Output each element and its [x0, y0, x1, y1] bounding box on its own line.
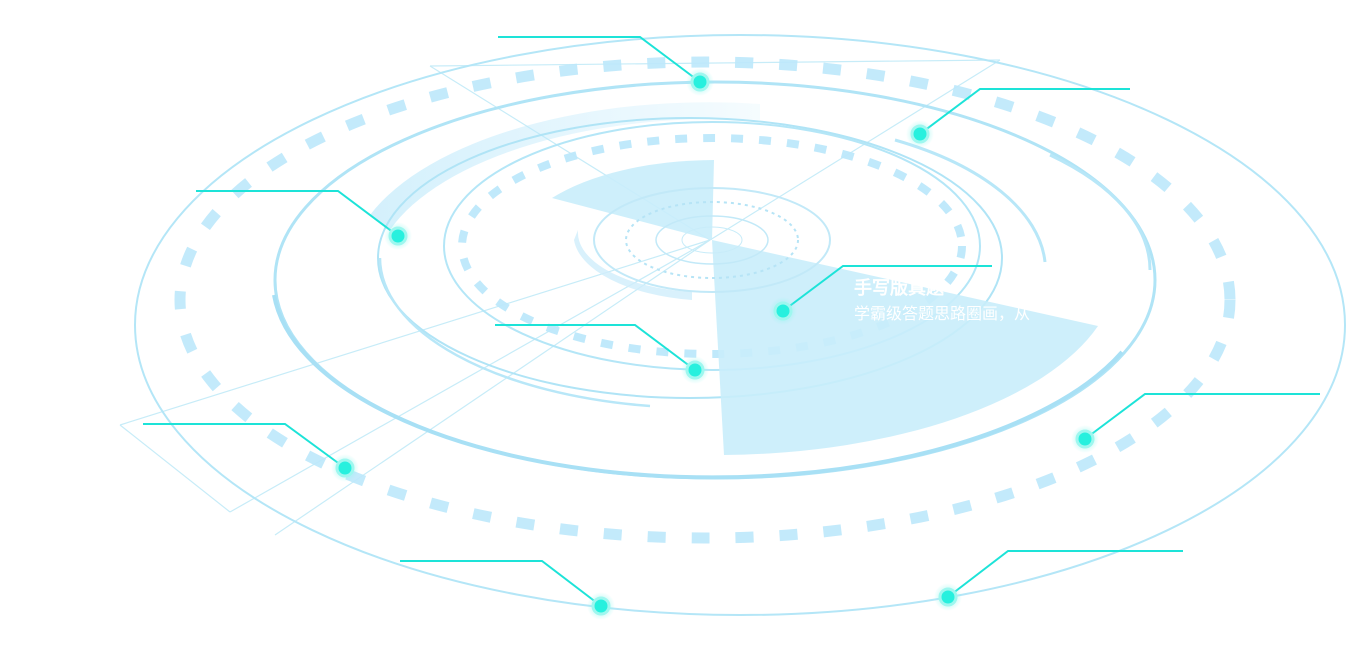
callout-line [143, 423, 346, 469]
ring-inner-arc [378, 257, 651, 408]
center-ring-3 [655, 215, 769, 265]
center-ring-1 [593, 187, 831, 293]
node-dot-icon [906, 120, 934, 148]
grid-line [119, 239, 711, 426]
dashed-ring-outer [174, 56, 1236, 544]
grid-line [429, 59, 1001, 67]
ring-large-arc-right [1049, 153, 1152, 271]
node-dot-icon [331, 454, 359, 482]
ring-mid [377, 117, 1003, 399]
inner-arc-band [574, 230, 692, 300]
node-dot-icon [1071, 425, 1099, 453]
grid-line [274, 239, 711, 536]
callout-line [495, 324, 696, 371]
dashed-ring-inner [458, 134, 966, 358]
callout-line [196, 190, 399, 237]
callout-nodes [331, 68, 1099, 620]
ring-inner [443, 121, 981, 371]
callout-line [947, 550, 1183, 598]
arc-band [370, 102, 760, 230]
radar-sector-large [712, 240, 1098, 455]
radar-sector-small [552, 160, 714, 240]
callout-lines [143, 36, 1320, 607]
ring-large-arc [272, 294, 1124, 480]
node-dot-icon [384, 222, 412, 250]
callout-line [919, 88, 1130, 135]
node-dot-icon [587, 592, 615, 620]
node-dot-icon [681, 356, 709, 384]
grid-line [119, 424, 231, 513]
outer-ring [134, 34, 1346, 616]
grid-line [709, 59, 1001, 241]
node-dot-icon [769, 297, 797, 325]
node-dot-icon [934, 583, 962, 611]
callout-line [1084, 393, 1320, 440]
callout-line [400, 560, 602, 607]
node-dot-icon [686, 68, 714, 96]
callout-line [498, 36, 701, 83]
ring-large-arc-top [894, 138, 1047, 263]
callout-line [782, 265, 992, 312]
center-ring-4 [681, 226, 743, 254]
center-ring-2 [625, 201, 799, 279]
